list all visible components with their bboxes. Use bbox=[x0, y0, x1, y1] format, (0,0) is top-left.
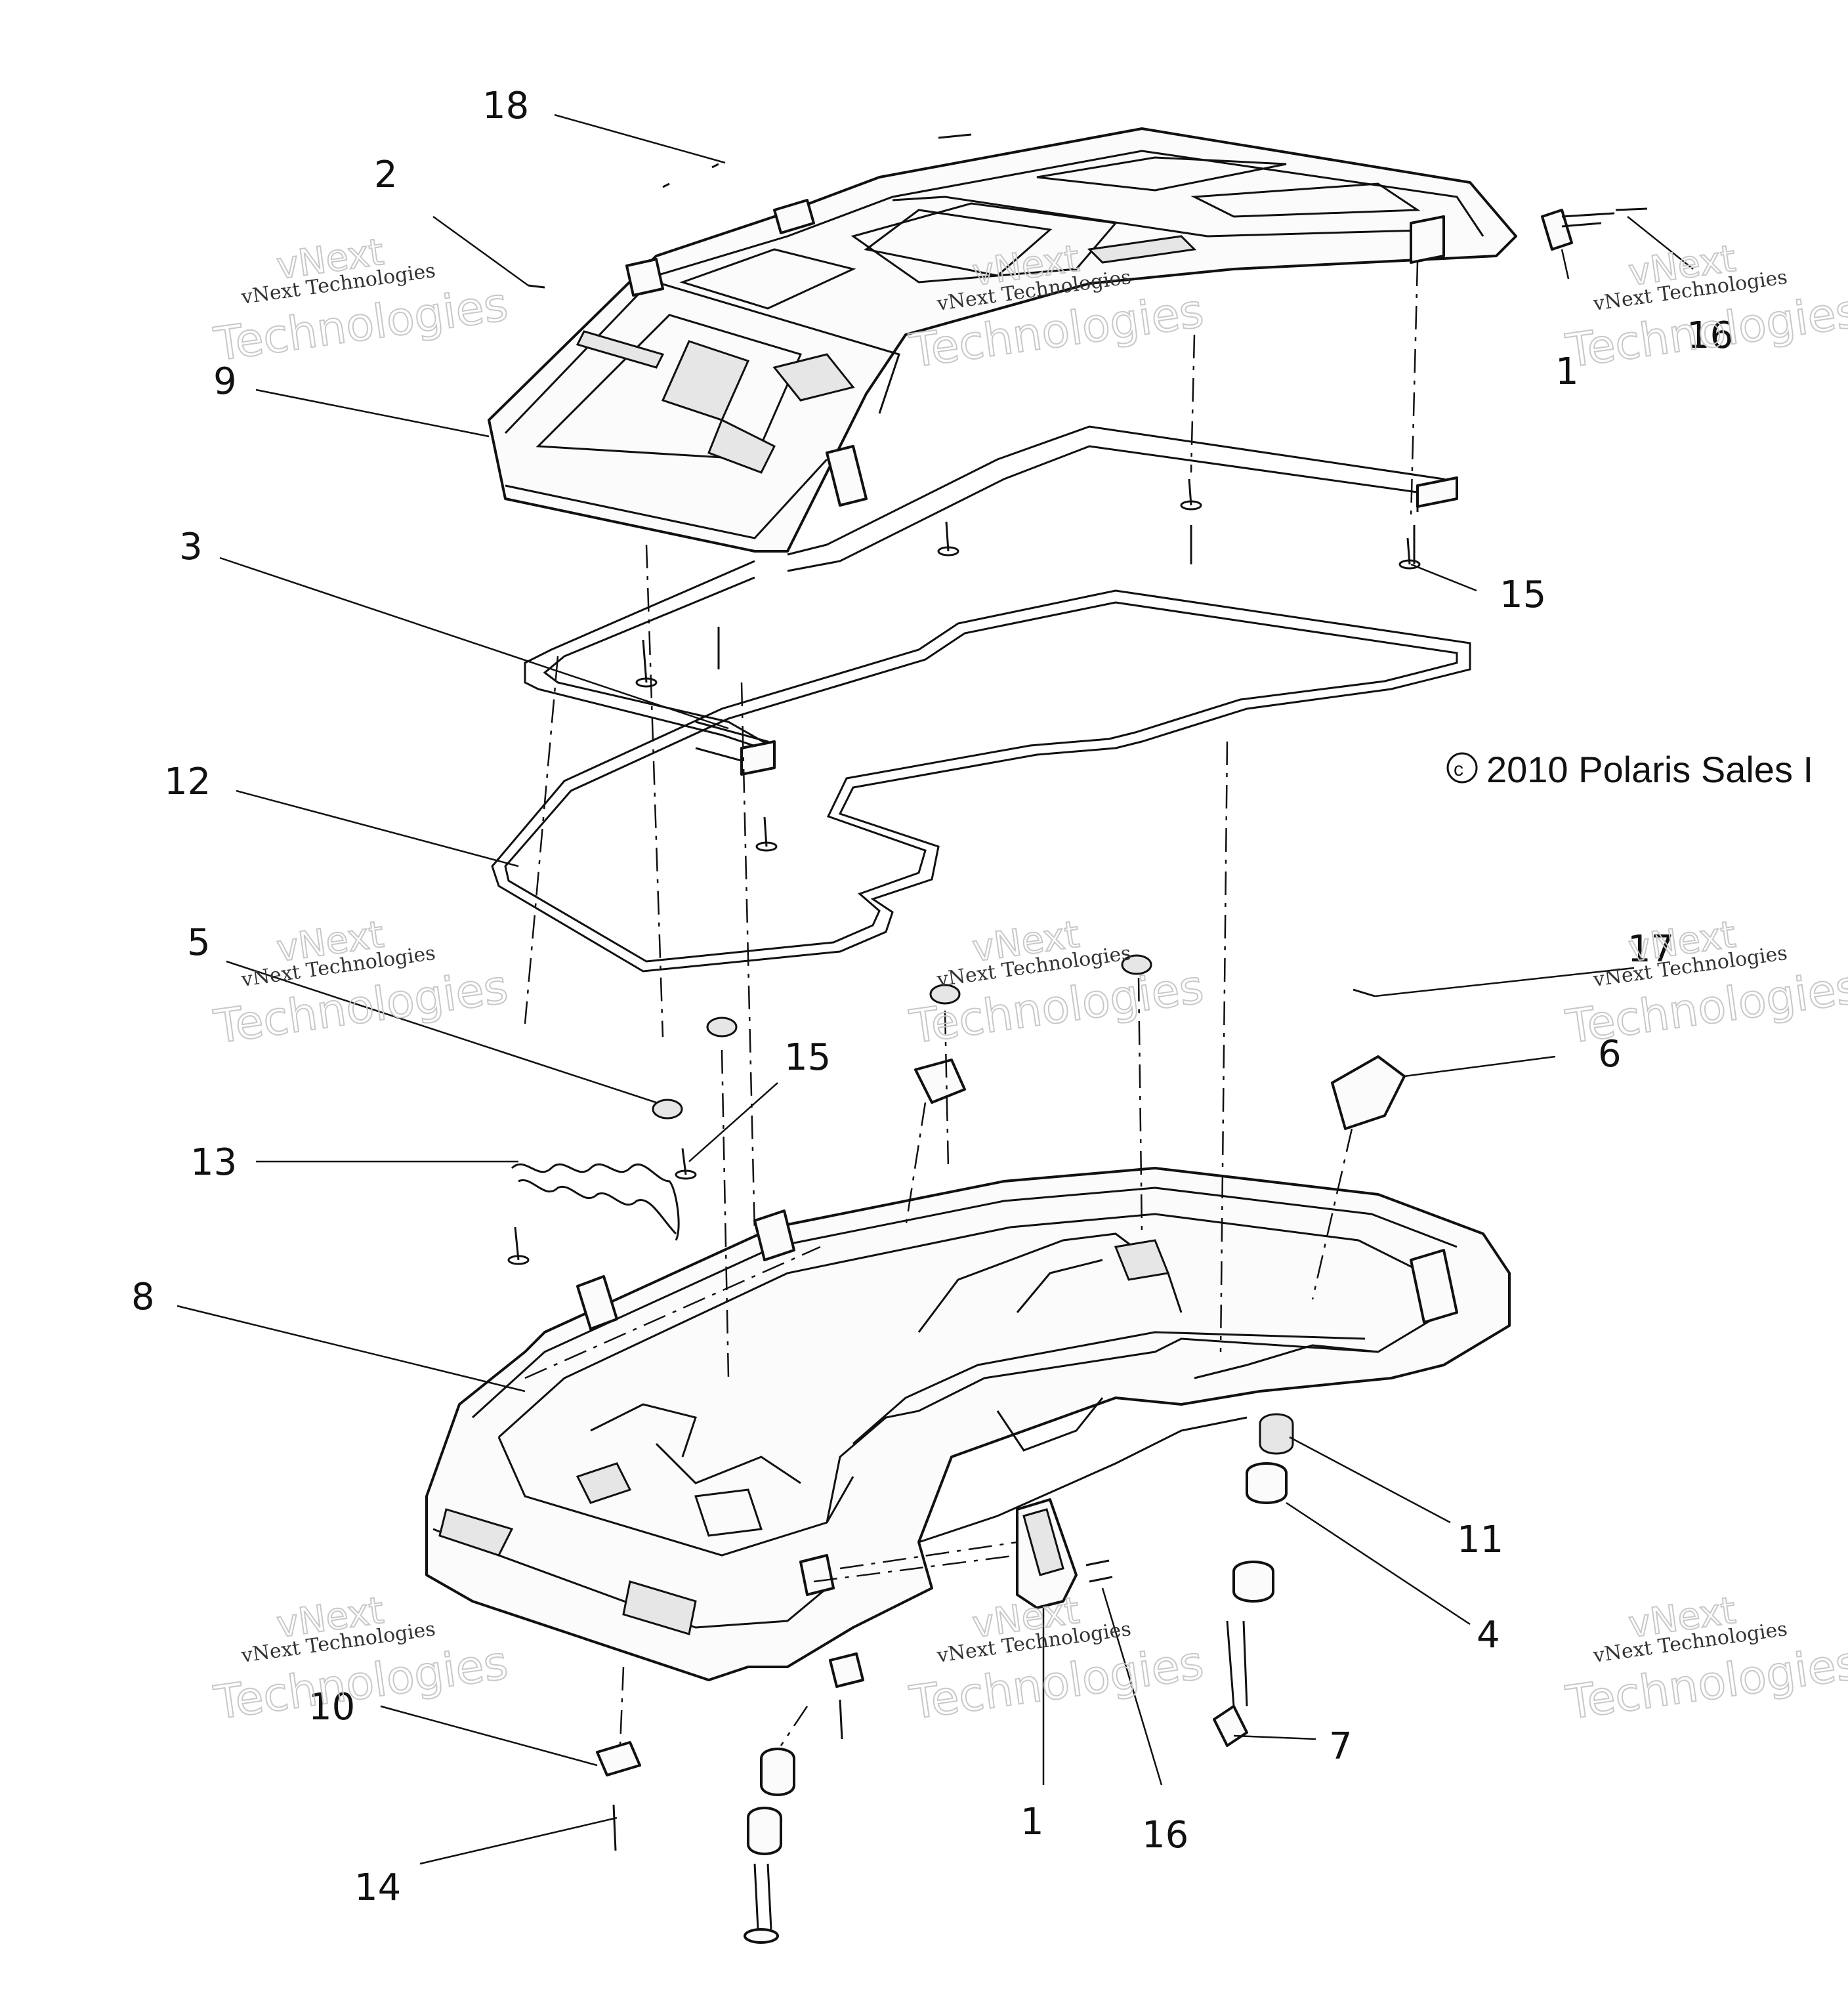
callout-16-lower: 16 bbox=[1142, 1814, 1188, 1857]
assembly-lines bbox=[524, 262, 1419, 1746]
callout-1-lower: 1 bbox=[1020, 1801, 1044, 1843]
copyright-text: 2010 Polaris Sales I bbox=[1486, 749, 1813, 790]
storage-box-part-8 bbox=[425, 1167, 1511, 1681]
latch-striker-part-6 bbox=[914, 988, 1406, 1130]
callout-11: 11 bbox=[1457, 1519, 1503, 1561]
latch-handle-part-1 bbox=[1016, 1498, 1078, 1609]
callout-6: 6 bbox=[1598, 1033, 1622, 1076]
callout-2: 2 bbox=[374, 154, 398, 196]
watermark-3: vNext Technologies vNext Technologies bbox=[1562, 237, 1848, 379]
callout-4: 4 bbox=[1477, 1614, 1500, 1656]
callout-5: 5 bbox=[187, 921, 211, 964]
callout-13: 13 bbox=[190, 1141, 237, 1184]
watermark-6: vNext Technologies vNext Technologies bbox=[1562, 913, 1848, 1055]
callout-18: 18 bbox=[482, 85, 529, 127]
callout-10: 10 bbox=[308, 1686, 355, 1729]
latch-handle-upper-part-1 bbox=[1541, 209, 1615, 251]
mount-hardware-right bbox=[1213, 1413, 1294, 1747]
watermark-5: vNext Technologies vNext Technologies bbox=[906, 913, 1208, 1055]
copyright-symbol-icon bbox=[1446, 752, 1478, 784]
callout-7: 7 bbox=[1329, 1725, 1353, 1768]
lid-frame-part-3 bbox=[524, 425, 1458, 776]
callout-9: 9 bbox=[213, 360, 237, 403]
spring-part-13 bbox=[511, 1163, 680, 1241]
bumper-caps-part-5 bbox=[652, 954, 1152, 1120]
seal-gasket-part-12 bbox=[491, 589, 1471, 973]
watermark-7: vNext Technologies vNext Technologies bbox=[210, 1589, 512, 1731]
callout-15-upper: 15 bbox=[1500, 574, 1546, 616]
copyright-notice: c 2010 Polaris Sales I bbox=[1446, 749, 1813, 790]
callout-17: 17 bbox=[1628, 928, 1674, 971]
storage-lid-part-9 bbox=[488, 127, 1517, 553]
leader-lines bbox=[177, 114, 1694, 1865]
callout-numbers: 18 2 9 3 15 12 5 15 13 8 17 6 11 4 7 10 … bbox=[131, 85, 1733, 1909]
callout-14: 14 bbox=[354, 1866, 401, 1909]
watermark-1: vNext Technologies vNext Technologies bbox=[210, 230, 512, 372]
watermark-4: vNext Technologies vNext Technologies bbox=[210, 913, 512, 1055]
rivets bbox=[507, 133, 1648, 1583]
callout-15-lower: 15 bbox=[784, 1036, 831, 1079]
callout-8: 8 bbox=[131, 1276, 155, 1318]
mount-hardware-left bbox=[596, 1652, 864, 1944]
callout-3: 3 bbox=[179, 526, 203, 568]
callout-1-upper: 1 bbox=[1555, 350, 1579, 393]
watermark-9: vNext Technologies vNext Technologies bbox=[1562, 1589, 1848, 1731]
callout-12: 12 bbox=[164, 761, 211, 803]
svg-text:c: c bbox=[1454, 759, 1463, 780]
watermark-8: vNext Technologies vNext Technologies bbox=[906, 1589, 1208, 1731]
callout-16-upper: 16 bbox=[1687, 314, 1733, 357]
